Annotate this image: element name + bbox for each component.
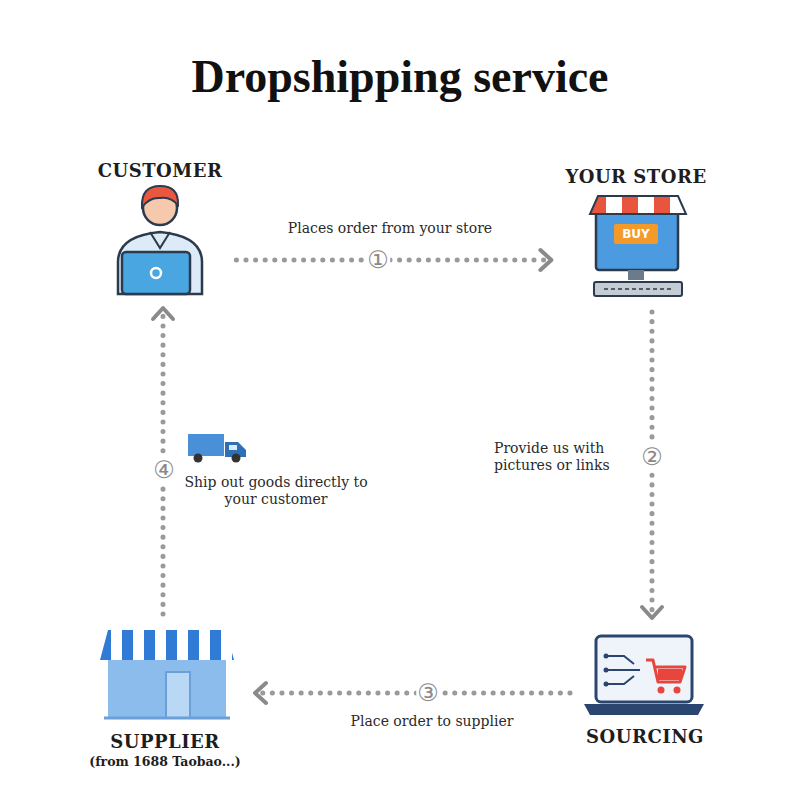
supplier-icon (100, 630, 234, 718)
icon-node: SUPPLIER(from 1688 Taobao...) (85, 624, 245, 770)
callout-number: ② (640, 444, 664, 470)
edge-label: Provide us with pictures or links (494, 440, 644, 474)
dotted-line (236, 258, 551, 263)
title: Dropshipping service (0, 50, 800, 103)
callout-number: ④ (152, 457, 176, 483)
edge-label: Ship out goods directly to your customer (176, 474, 376, 508)
callout-number: ① (366, 247, 390, 273)
arrow-head (153, 308, 173, 319)
customer-icon (118, 186, 202, 294)
store-icon (590, 196, 686, 296)
node-label: YOUR STORE (565, 166, 706, 188)
icon-node: CUSTOMER (94, 160, 227, 298)
dotted-arrow (255, 683, 570, 703)
node-label: CUSTOMER (98, 160, 223, 182)
sign-text: BUY (622, 227, 650, 241)
sourcing-icon (584, 636, 704, 715)
node-sublabel: (from 1688 Taobao...) (89, 753, 240, 770)
icon-node: SOURCING (580, 628, 710, 748)
dotted-arrow (236, 250, 551, 270)
arrow-head (540, 250, 551, 270)
truck-icon (188, 434, 246, 463)
node-label: SUPPLIER (110, 731, 220, 753)
callout-number: ③ (416, 680, 440, 706)
node-label: SOURCING (586, 726, 704, 748)
arrow-head (255, 683, 266, 703)
arrow-head (642, 607, 662, 618)
dotted-line (255, 691, 570, 696)
edge-label: Place order to supplier (351, 713, 514, 730)
edge-label: Places order from your store (288, 220, 492, 237)
